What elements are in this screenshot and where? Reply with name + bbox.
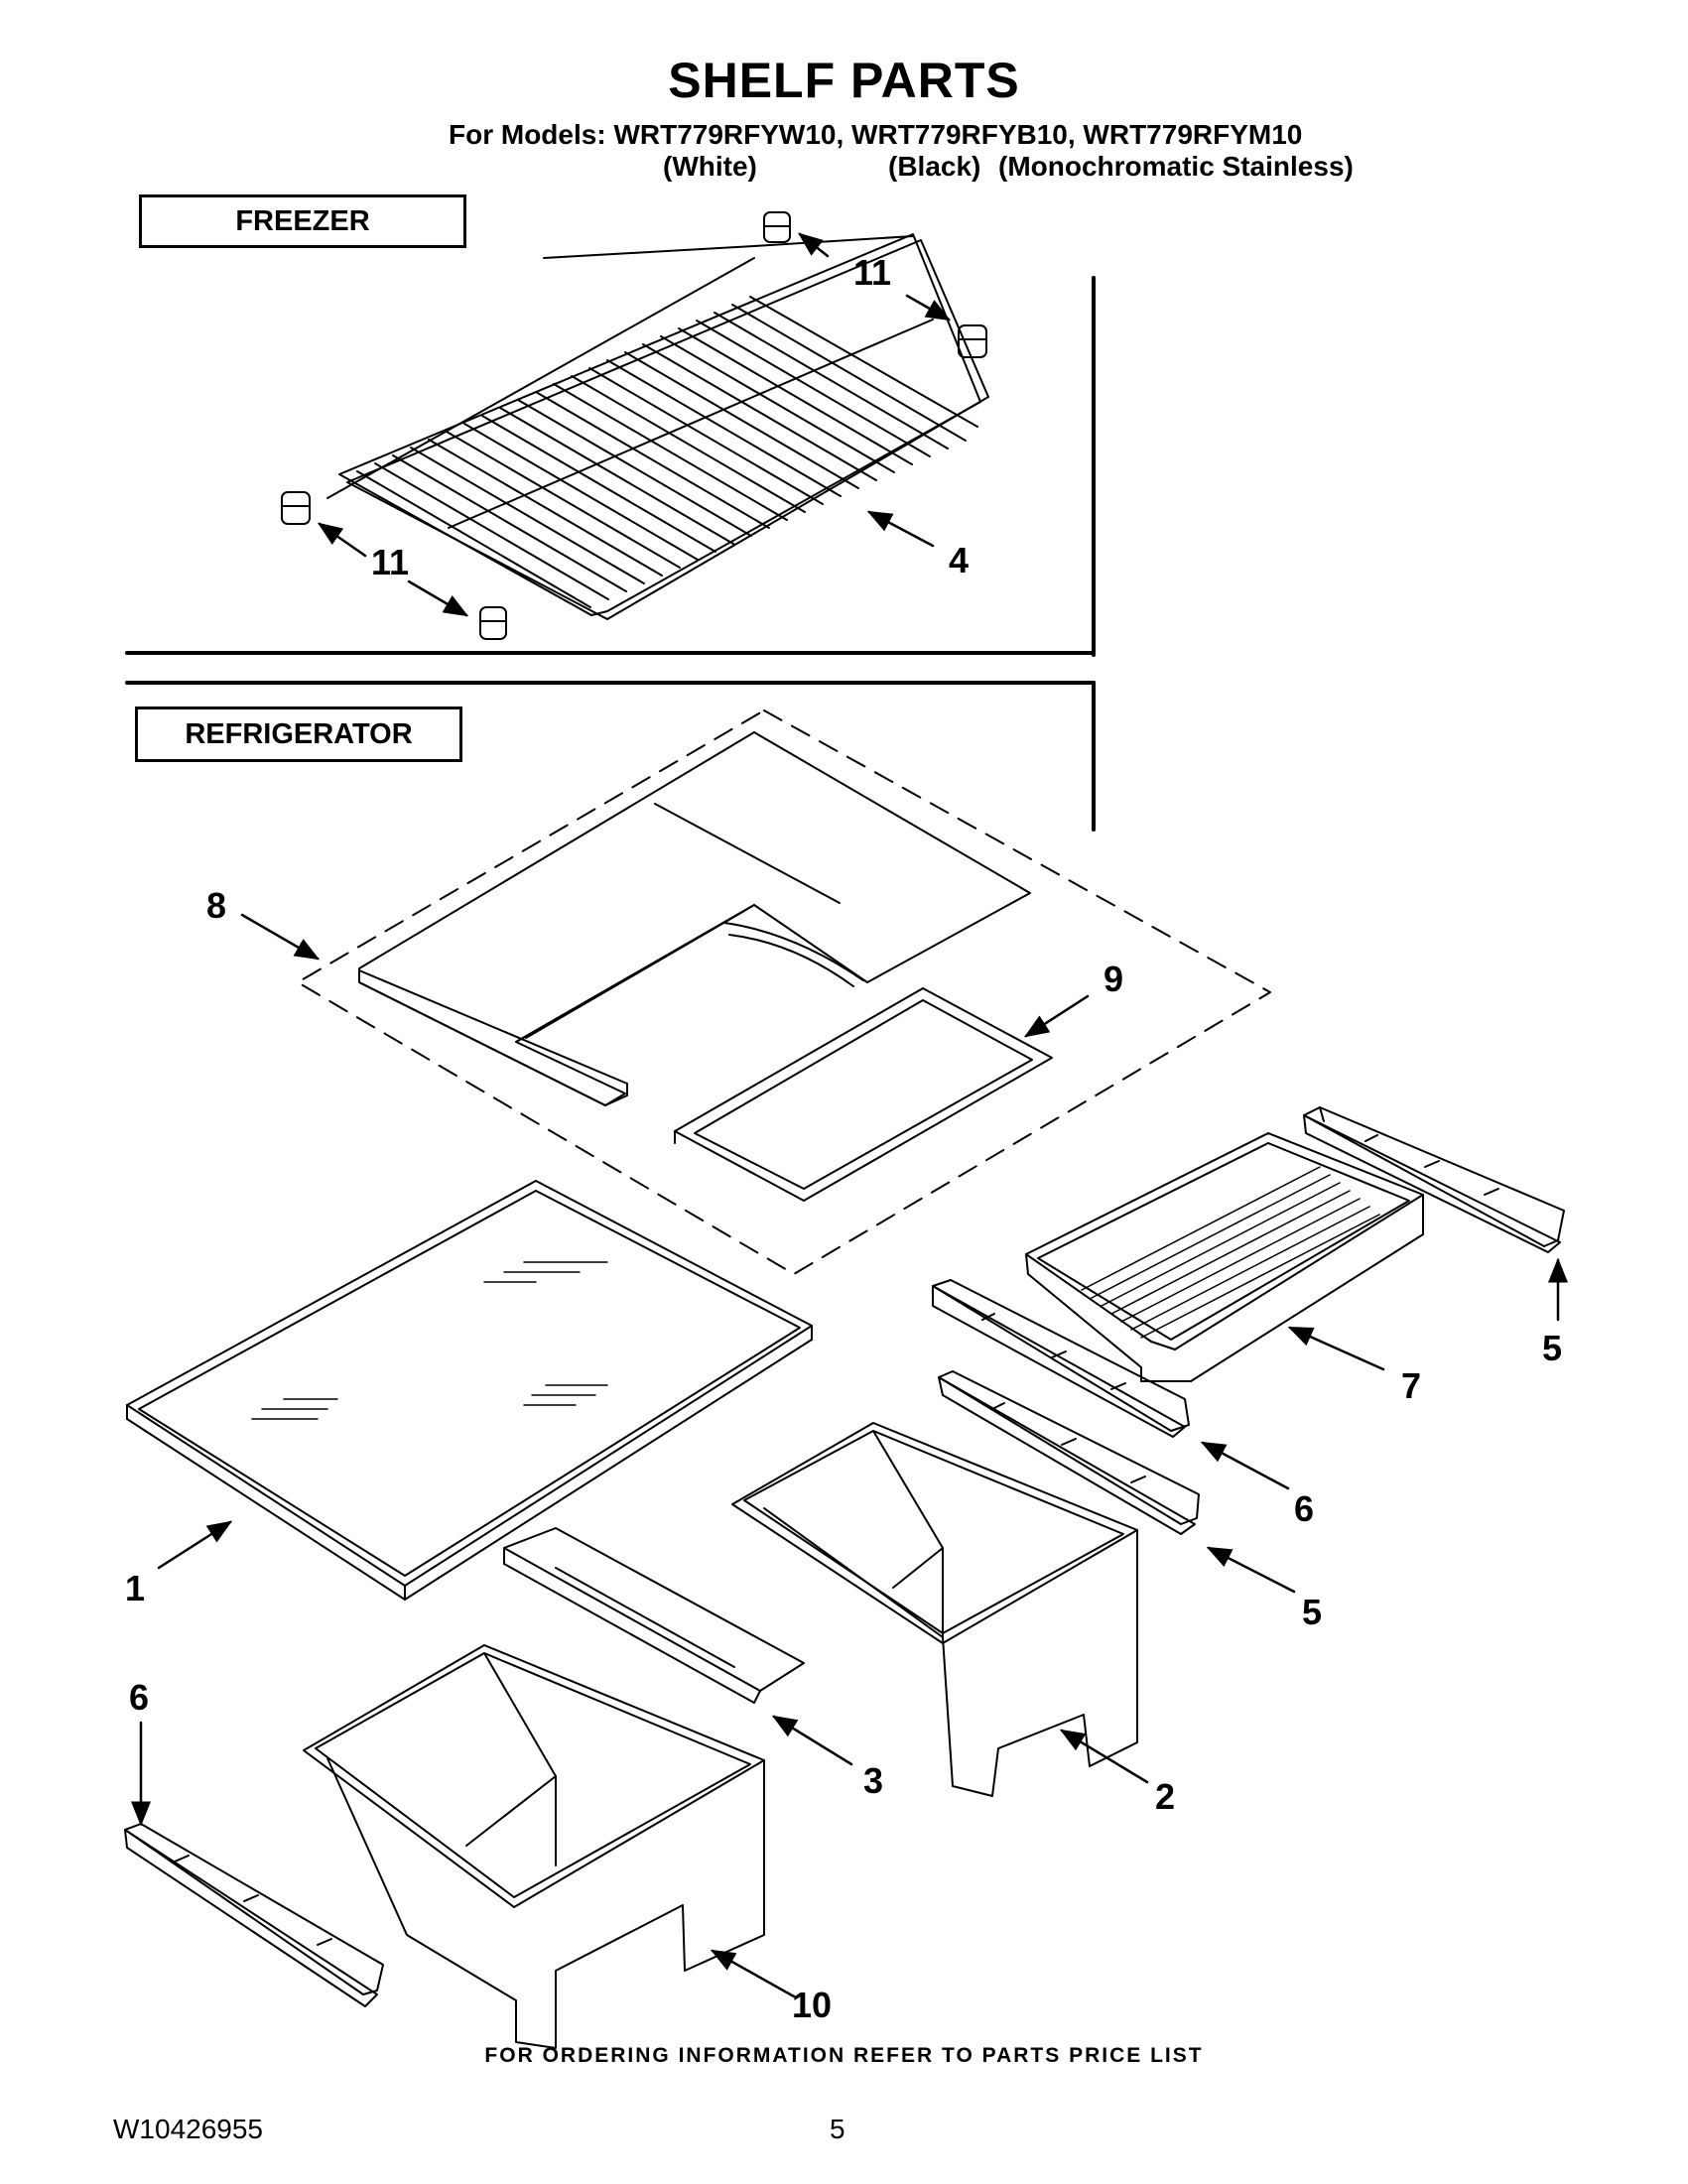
shelf-end-cap-4 xyxy=(479,606,507,640)
crisper-cover-assembly-outline xyxy=(297,709,1271,1275)
callout-4: 4 xyxy=(949,540,970,580)
crisper-drawer-left xyxy=(303,1644,765,2049)
models-line: For Models: WRT779RFYW10, WRT779RFYB10, … xyxy=(449,119,1303,150)
callout-6-mid: 6 xyxy=(1294,1488,1315,1529)
shelf-end-cap-2 xyxy=(958,324,987,358)
crisper-drawer-right xyxy=(731,1422,1138,1797)
callout-5-right: 5 xyxy=(1542,1328,1563,1368)
ordering-info-note: FOR ORDERING INFORMATION REFER TO PARTS … xyxy=(484,2044,1204,2067)
freezer-wire-shelf xyxy=(326,233,989,620)
callout-1: 1 xyxy=(125,1568,146,1608)
slide-rail-mid-6 xyxy=(932,1279,1190,1438)
shelf-end-cap-3 xyxy=(281,491,311,525)
glass-shelf xyxy=(126,1180,813,1601)
callout-11-top: 11 xyxy=(853,252,892,293)
meat-pan xyxy=(1025,1132,1424,1382)
page-number: 5 xyxy=(830,2114,845,2144)
crisper-cover-insert xyxy=(674,987,1053,1202)
callout-11-bottom: 11 xyxy=(371,542,410,582)
document-number: W10426955 xyxy=(113,2114,264,2144)
callout-7: 7 xyxy=(1401,1365,1422,1406)
refrigerator-frame xyxy=(125,681,1096,832)
crisper-divider xyxy=(503,1527,805,1704)
slide-rail-mid-5 xyxy=(938,1370,1200,1535)
freezer-section-label: FREEZER xyxy=(139,194,466,248)
page-title: SHELF PARTS xyxy=(668,53,1020,108)
shelf-end-cap-1 xyxy=(763,211,791,243)
slide-rail-right xyxy=(1303,1106,1565,1253)
finish-black: (Black) xyxy=(888,151,981,182)
freezer-frame xyxy=(125,276,1096,657)
crisper-cover-frame xyxy=(358,731,1031,1106)
finish-stainless: (Monochromatic Stainless) xyxy=(998,151,1354,182)
callout-6-left: 6 xyxy=(129,1677,150,1718)
callout-9: 9 xyxy=(1104,959,1124,999)
callout-2: 2 xyxy=(1155,1776,1176,1817)
leader-arrows xyxy=(131,232,1568,1998)
callout-3: 3 xyxy=(863,1760,884,1801)
callout-8: 8 xyxy=(206,885,227,926)
callout-5-mid: 5 xyxy=(1302,1592,1323,1632)
refrigerator-section-label: REFRIGERATOR xyxy=(135,707,462,762)
callout-10: 10 xyxy=(792,1985,833,2025)
slide-rail-lower-left xyxy=(124,1823,384,2007)
finish-white: (White) xyxy=(663,151,757,182)
